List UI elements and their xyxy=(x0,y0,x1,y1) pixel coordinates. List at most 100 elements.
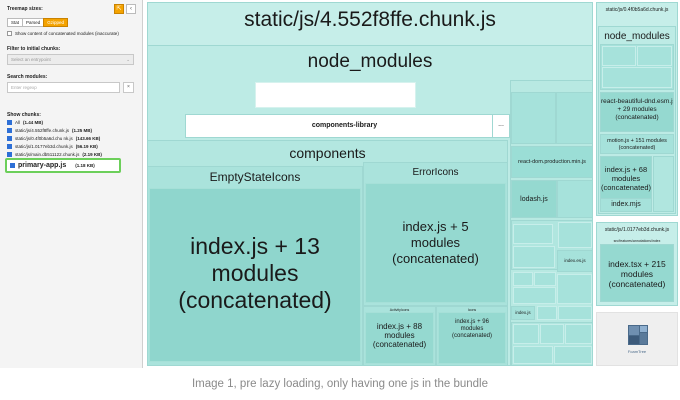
beautiful-dnd-block[interactable]: react-beautiful-dnd.esm.js + 29 modules … xyxy=(600,92,674,132)
small-module-tile[interactable] xyxy=(513,346,553,364)
chunk-checkbox[interactable] xyxy=(7,144,12,149)
small-module-tile[interactable] xyxy=(602,67,672,88)
module-68-line-3: (concatenated) xyxy=(601,183,652,192)
small-module-block[interactable] xyxy=(556,92,593,144)
chunk-name: All xyxy=(15,120,21,125)
chunk-size: (1.18 KB) xyxy=(75,163,95,168)
module-68-line-2: modules xyxy=(611,174,641,183)
icons-label: Icons xyxy=(467,308,477,312)
beautiful-dnd-line-2: + 29 modules xyxy=(617,106,657,113)
module-88-block[interactable]: index.js + 88 modules (concatenated) xyxy=(365,312,434,364)
chunk-item[interactable]: static/js/1.0177eb3d.chunk.js (56.19 KB) xyxy=(7,144,98,149)
chunk-item[interactable]: All (1.44 MB) xyxy=(7,120,43,125)
chunk-checkbox[interactable] xyxy=(7,136,12,141)
big-module-line-1: index.js + 13 xyxy=(190,233,320,259)
index-mjs-block[interactable]: index.mjs xyxy=(600,198,652,212)
index-js-block[interactable]: index.js xyxy=(511,306,535,320)
chunk-0-label: static/js/0.4f0b5a6d.chunk.js xyxy=(605,7,669,13)
small-module-tile[interactable] xyxy=(537,306,557,320)
small-module-block[interactable] xyxy=(557,180,593,218)
small-module-block[interactable] xyxy=(511,92,556,144)
small-module-tile[interactable] xyxy=(557,274,592,304)
big-module-block[interactable]: index.js + 13 modules (concatenated) xyxy=(149,188,361,362)
chunk-size: (143.66 KB) xyxy=(75,136,101,141)
small-module-tile[interactable] xyxy=(540,324,564,344)
foamtree-logo-icon xyxy=(628,325,648,345)
ellipsis-label: ... xyxy=(498,121,504,128)
small-module-tile[interactable] xyxy=(558,306,592,320)
small-module-tile[interactable] xyxy=(513,246,555,268)
foamtree-logo-area: FoamTree xyxy=(596,312,678,366)
small-module-tile[interactable] xyxy=(513,272,533,286)
module-88-line-1: index.js + 88 xyxy=(376,322,423,331)
small-module-tile[interactable] xyxy=(565,324,592,344)
index-js-label: index.js xyxy=(515,310,531,315)
search-label: Search modules: xyxy=(7,74,48,80)
module-68-line-1: index.js + 68 xyxy=(604,165,648,174)
chunk-item[interactable]: static/js/0.4f0b5a6d.chu nk.js (143.66 K… xyxy=(7,136,100,141)
error-module-block[interactable]: index.js + 5 modules (concatenated) xyxy=(365,183,506,303)
entrypoint-placeholder: Select an entrypoint xyxy=(11,57,51,62)
react-dom-label: react-dom.production.min.js xyxy=(518,159,586,165)
highlighted-chunk-item[interactable]: primary-app.js (1.18 KB) xyxy=(5,158,121,173)
small-module-tile[interactable] xyxy=(513,224,553,244)
small-module-tile[interactable] xyxy=(558,222,592,248)
chunk-size: (2.19 KB) xyxy=(82,152,102,157)
chunk-checkbox[interactable] xyxy=(7,120,12,125)
treemap-sizes-label: Treemap sizes: xyxy=(7,6,43,12)
error-module-line-3: (concatenated) xyxy=(392,251,479,266)
chevron-down-icon: ⌄ xyxy=(126,57,130,62)
image-caption: Image 1, pre lazy loading, only having o… xyxy=(191,378,488,390)
components-label: components xyxy=(289,145,366,161)
chunk-checkbox[interactable] xyxy=(10,163,15,168)
react-dom-block[interactable]: react-dom.production.min.js xyxy=(511,146,593,178)
chunk-item[interactable]: static/js/main.db511122.chunk.js (2.19 K… xyxy=(7,152,102,157)
treemap: static/js/4.552f8ffe.chunk.js node_modul… xyxy=(145,0,680,368)
empty-module-block[interactable] xyxy=(255,82,416,108)
search-input[interactable]: Enter regexp xyxy=(7,82,120,93)
chunk-checkbox[interactable] xyxy=(7,128,12,133)
lodash-block[interactable]: lodash.js xyxy=(511,180,557,218)
big-module-line-2: modules xyxy=(211,260,299,286)
module-96-block[interactable]: index.js + 96 modules (concatenated) xyxy=(438,312,506,364)
components-library-block[interactable]: components-library xyxy=(185,114,504,138)
gzipped-size-button[interactable]: Gzipped xyxy=(43,18,69,27)
module-215-line-2: modules xyxy=(620,269,654,279)
chunk-checkbox[interactable] xyxy=(7,152,12,157)
chunk-0-node-modules-label: node_modules xyxy=(604,31,670,42)
entrypoint-select[interactable]: Select an entrypoint ⌄ xyxy=(7,54,134,65)
chunk-name: static/js/1.0177eb3d.chunk.js xyxy=(15,144,73,149)
small-module-tile[interactable] xyxy=(602,46,636,66)
node-modules-label: node_modules xyxy=(307,51,433,72)
concatenated-checkbox[interactable] xyxy=(7,31,12,36)
small-module-tile[interactable] xyxy=(513,287,556,304)
error-icons-label: ErrorIcons xyxy=(412,167,459,178)
motion-block[interactable]: motion.js + 151 modules (concatenated) xyxy=(600,134,674,154)
stat-size-button[interactable]: Stat xyxy=(7,18,24,27)
chunk-size: (1.25 MB) xyxy=(71,128,92,133)
parsed-size-button[interactable]: Parsed xyxy=(22,18,45,27)
small-module-block[interactable] xyxy=(653,156,674,212)
chunk-1-sub-label: src/features/annotations/index xyxy=(613,239,661,243)
module-88-line-3: (concatenated) xyxy=(372,340,427,349)
index-es-label: index.es.js xyxy=(564,258,586,263)
error-module-line-2: modules xyxy=(410,235,461,250)
small-module-tile[interactable] xyxy=(554,346,592,364)
small-module-tile[interactable] xyxy=(513,324,539,344)
concatenated-toggle[interactable]: Show content of concatenated modules (in… xyxy=(7,31,119,36)
chunk-item[interactable]: static/js/4.552f8ffe.chunk.js (1.25 MB) xyxy=(7,128,92,133)
close-icon[interactable]: × xyxy=(123,82,134,93)
pin-icon[interactable]: ⇱ xyxy=(114,4,124,14)
ellipsis-block[interactable]: ... xyxy=(492,114,510,138)
chunk-1-label: static/js/1.0177eb3d.chunk.js xyxy=(604,227,670,233)
index-es-block[interactable]: index.es.js xyxy=(557,250,593,272)
error-module-line-1: index.js + 5 xyxy=(402,219,469,234)
foamtree-logo-label: FoamTree xyxy=(627,349,647,354)
chevron-left-icon[interactable]: ‹ xyxy=(126,4,136,14)
small-module-tile[interactable] xyxy=(534,272,556,286)
chunk-name: static/js/0.4f0b5a6d.chu nk.js xyxy=(15,136,73,141)
main-chunk-label: static/js/4.552f8ffe.chunk.js xyxy=(244,8,496,31)
module-215-block[interactable]: index.tsx + 215 modules (concatenated) xyxy=(600,244,674,302)
small-module-tile[interactable] xyxy=(637,46,672,66)
show-chunks-label: Show chunks: xyxy=(7,112,41,118)
